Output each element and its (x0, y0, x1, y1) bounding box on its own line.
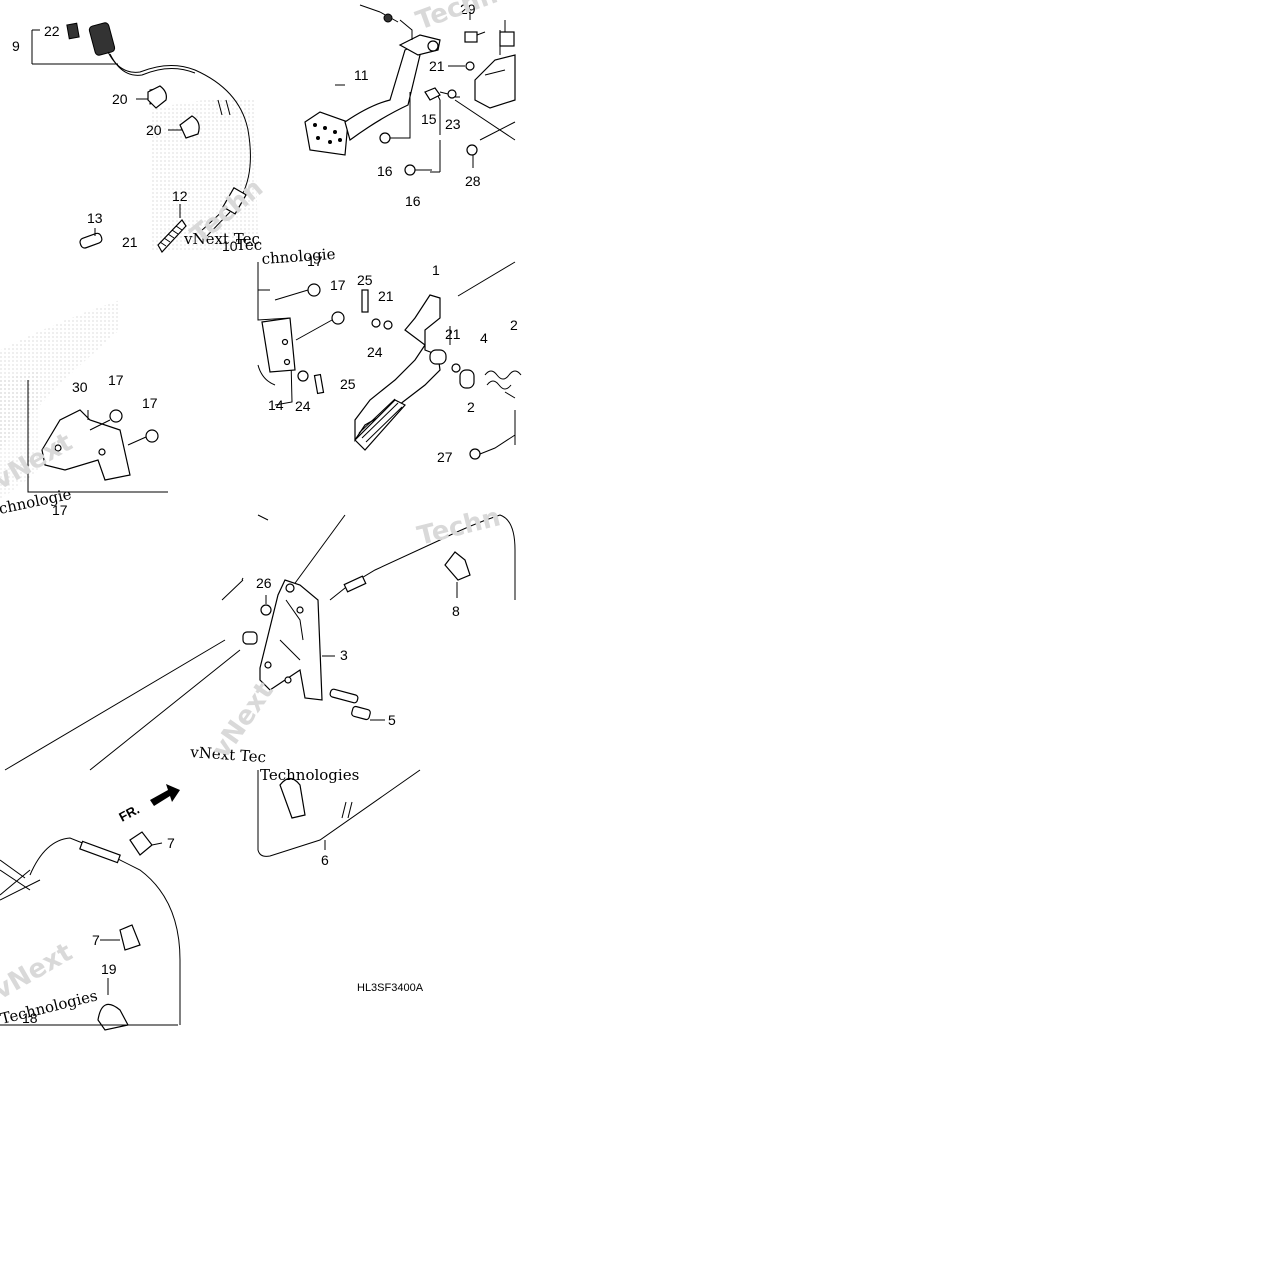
callout-19: 19 (101, 961, 117, 977)
callout-14: 14 (268, 397, 284, 413)
callout-6: 6 (321, 852, 329, 868)
diagram-code: HL3SF3400A (357, 982, 424, 994)
callout-13: 13 (87, 210, 103, 226)
watermark-top-partial: Tec (236, 236, 262, 254)
watermark-mid-partial: chnologie (261, 245, 336, 268)
cable-bracket-assembly (4, 514, 516, 771)
brake-pedal-assembly (304, 4, 516, 176)
callout-24a: 24 (367, 344, 383, 360)
callout-partial-17: 17 (52, 502, 68, 518)
brake-switch-assembly (31, 22, 251, 254)
callout-10: 10 (222, 238, 238, 254)
callout-20a: 20 (112, 91, 128, 107)
callout-23: 23 (445, 116, 461, 132)
throttle-pedal-assembly (257, 261, 522, 460)
callout-21c: 21 (378, 288, 394, 304)
callout-partial-2: 2 (510, 317, 518, 333)
callout-12: 12 (172, 188, 188, 204)
callout-17b: 17 (330, 277, 346, 293)
watermark-center-2: Technologies (260, 766, 359, 784)
callout-17a: 17 (307, 253, 323, 269)
watermark-top: vNext Tec (183, 230, 260, 248)
callout-21d: 21 (445, 326, 461, 342)
callout-22: 22 (44, 23, 60, 39)
watermark-big-mid: Techn (414, 502, 503, 552)
front-marker-label: FR. (116, 802, 142, 825)
callout-16b: 16 (405, 193, 421, 209)
callout-30: 30 (72, 379, 88, 395)
callout-15: 15 (421, 111, 437, 127)
callout-29: 29 (460, 1, 476, 17)
callout-3: 3 (340, 647, 348, 663)
callout-7b: 7 (92, 932, 100, 948)
callout-8: 8 (452, 603, 460, 619)
watermarks: vNext Tec Tec chnologie vNext Tec Techno… (0, 0, 518, 1028)
callout-11: 11 (354, 67, 369, 83)
callout-20b: 20 (146, 122, 162, 138)
callout-1: 1 (432, 262, 440, 278)
callout-2: 2 (467, 399, 475, 415)
callout-24b: 24 (295, 398, 311, 414)
callout-9: 9 (12, 38, 20, 54)
stipple-shading (0, 98, 258, 500)
callout-21a: 21 (122, 234, 138, 250)
callout-7a: 7 (167, 835, 175, 851)
callout-5: 5 (388, 712, 396, 728)
callout-16a: 16 (377, 163, 393, 179)
watermark-big-top: Techno (412, 0, 518, 37)
callout-4: 4 (480, 330, 488, 346)
callout-labels: 1 2 3 4 5 6 7 7 8 9 10 11 12 13 14 15 16… (12, 1, 518, 1026)
bracket-assembly (27, 380, 168, 493)
callout-21b: 21 (429, 58, 445, 74)
callout-17c: 17 (108, 372, 124, 388)
cable-routing (0, 769, 421, 1031)
watermark-center: vNext Tec (189, 743, 267, 766)
front-direction-arrow: FR. (116, 784, 180, 825)
callout-25a: 25 (357, 272, 373, 288)
callout-25b: 25 (340, 376, 356, 392)
callout-27: 27 (437, 449, 453, 465)
callout-18: 18 (22, 1010, 38, 1026)
callout-17d: 17 (142, 395, 158, 411)
callout-26: 26 (256, 575, 272, 591)
callout-28: 28 (465, 173, 481, 189)
